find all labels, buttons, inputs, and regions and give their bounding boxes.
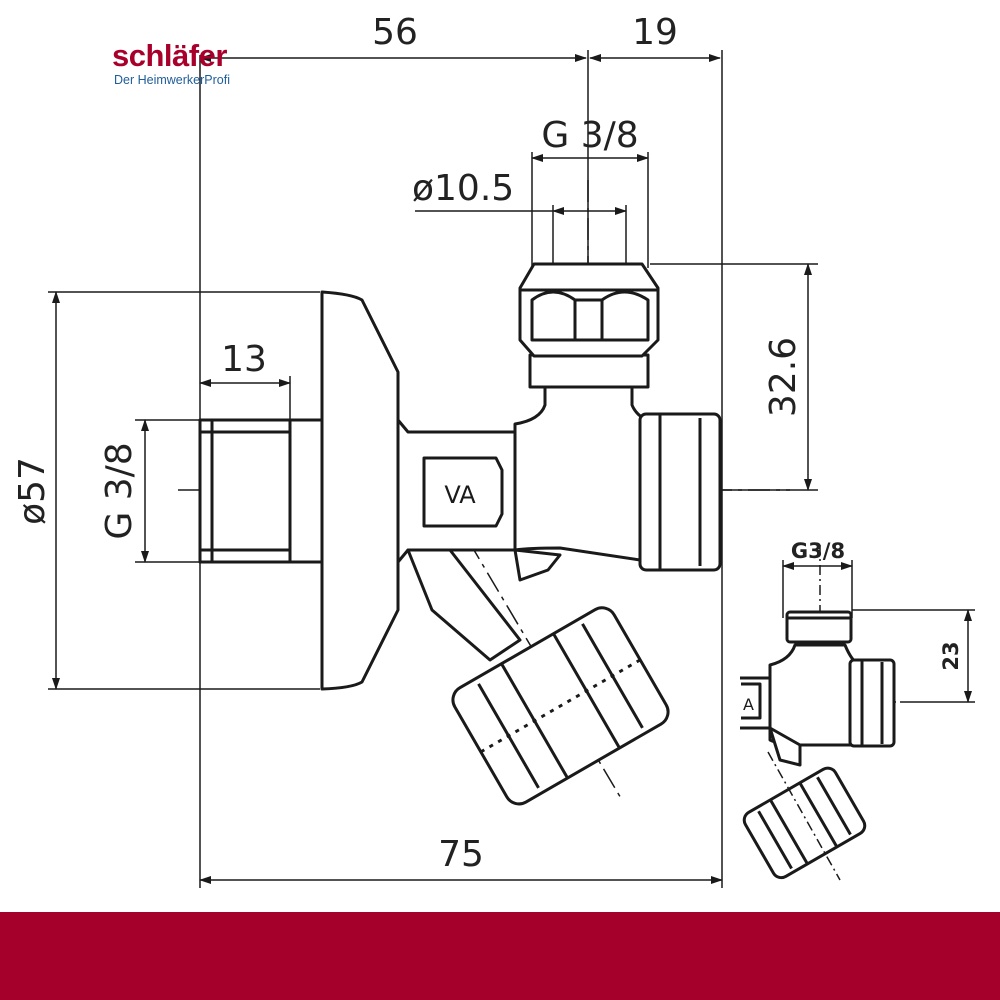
- dim-inlet-thread: G 3/8: [99, 442, 140, 539]
- dimension-lines: [52, 54, 812, 884]
- footer-bar: [0, 912, 1000, 1000]
- dim-outlet-bore: ø10.5: [412, 168, 514, 209]
- dim-rosette-diameter: ø57: [12, 457, 53, 525]
- valve-body: VA: [198, 262, 722, 806]
- inset-thread-label: G3/8: [791, 539, 845, 563]
- dim-top-left: 56: [372, 12, 418, 53]
- outlet-right: [638, 412, 722, 572]
- inlet-thread: [198, 418, 324, 564]
- inset-height-label: 23: [939, 641, 963, 670]
- handwheel: [451, 606, 670, 806]
- dim-body-height: 32.6: [763, 337, 804, 417]
- dim-inlet-length: 13: [221, 339, 267, 380]
- wall-rosette: [320, 290, 400, 691]
- brand-tagline: Der HeimwerkerProfi: [114, 73, 230, 87]
- dim-outlet-thread: G 3/8: [541, 115, 638, 156]
- inset-handwheel: [742, 766, 867, 880]
- brand-logo: schläfer Der HeimwerkerProfi: [112, 40, 230, 87]
- dim-overall-length: 75: [438, 834, 484, 875]
- outlet-top: [518, 262, 660, 389]
- dimension-labels: 56 19 G 3/8 ø10.5 13 75 ø57 G 3/8 32.6: [12, 12, 804, 875]
- dim-top-right: 19: [632, 12, 678, 53]
- inset-drawing: A G3/8 23: [740, 539, 975, 881]
- valve-mark-hex: VA: [422, 456, 504, 528]
- brand-name: schläfer: [112, 38, 227, 73]
- valve-mark-label: VA: [444, 481, 476, 509]
- inset-valve-mark: A: [743, 695, 754, 714]
